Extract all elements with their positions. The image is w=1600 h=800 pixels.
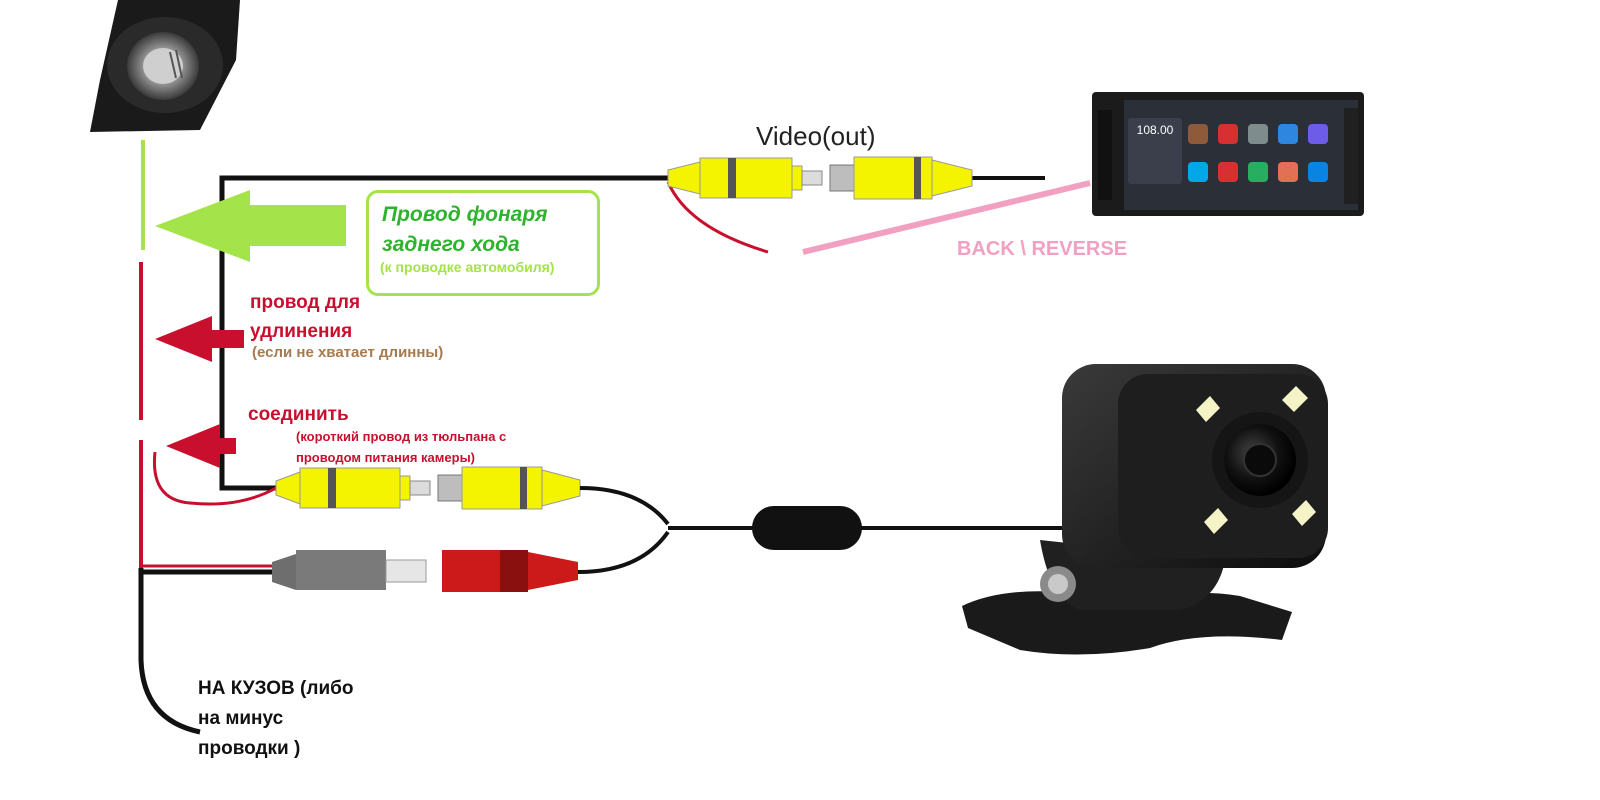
reverse-light-note: (к проводке автомобиля) (380, 259, 555, 275)
tail-light-icon (90, 0, 240, 132)
reverse-light-wire-label: Провод фонаря заднего хода (382, 203, 548, 256)
reverse-light-callout (366, 190, 600, 296)
extension-wire-label: провод для удлинения (250, 292, 361, 342)
ground-label: НА КУЗОВ (либо на минус проводки ) (198, 678, 354, 759)
ground-wire (138, 568, 201, 735)
head-unit-clock: 108.00 (1137, 123, 1174, 137)
connect-label: соединить (248, 404, 349, 425)
rca-connector-icon (437, 466, 581, 510)
camera-cable (577, 486, 1062, 574)
connect-note: (короткий провод из тюльпана с проводом … (296, 429, 507, 465)
head-unit-icon: 108.00 (1092, 92, 1364, 216)
video-out-label: Video(out) (756, 121, 876, 151)
reverse-light-wire (139, 140, 145, 568)
extension-wire-note: (если не хватает длинны) (252, 344, 444, 361)
rca-connector-icon (829, 156, 973, 200)
arrow-left-icon (155, 316, 244, 362)
rca-connector-icon (667, 157, 823, 199)
power-connector-icon (272, 550, 427, 590)
rca-connector-icon (275, 467, 431, 509)
short-red-wire-bottom (152, 451, 277, 506)
arrow-left-icon (155, 190, 346, 262)
reverse-signal-wire (802, 180, 1091, 255)
back-reverse-label: BACK \ REVERSE (957, 238, 1128, 260)
arrow-left-icon (166, 424, 236, 468)
power-connector-icon (442, 550, 578, 592)
short-red-wire-top (666, 181, 769, 254)
rear-camera-icon (962, 364, 1328, 655)
